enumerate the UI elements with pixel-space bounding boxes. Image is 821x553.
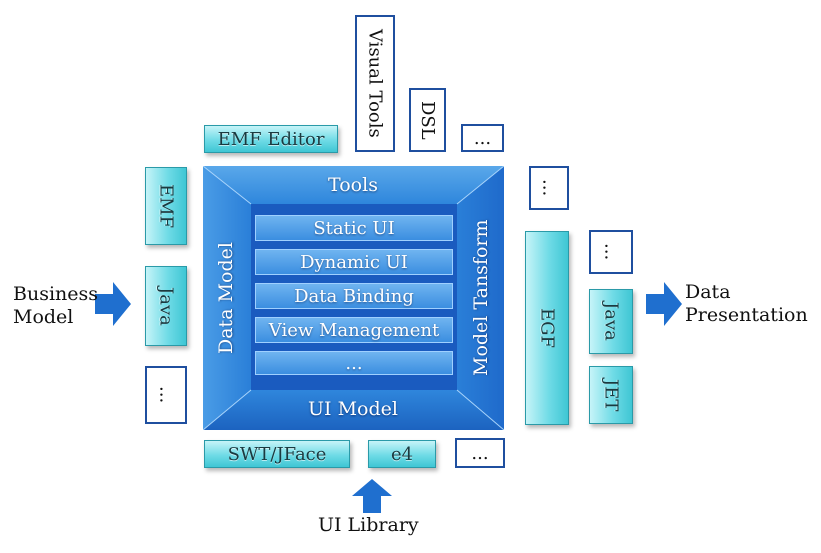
right-more-box: ... xyxy=(589,230,633,274)
egf-box: EGF xyxy=(525,231,569,425)
data-model-trapezoid xyxy=(203,166,251,430)
emf-label: EMF xyxy=(155,183,177,229)
bottom-more-box: ... xyxy=(455,438,505,468)
layer-more: ... xyxy=(255,351,453,375)
core-tools-label: Tools xyxy=(328,174,378,196)
layer-static-ui: Static UI xyxy=(255,215,453,241)
core-data-model-label: Data Model xyxy=(215,242,237,354)
business-model-label: Business Model xyxy=(13,283,99,328)
emf-editor-box: EMF Editor xyxy=(204,125,338,153)
ui-library-arrow-icon xyxy=(352,479,392,513)
dsl-box: DSL xyxy=(409,88,446,152)
emf-box: EMF xyxy=(145,167,187,245)
business-model-arrow-icon xyxy=(95,282,131,326)
right-java-label: Java xyxy=(600,302,622,341)
left-more-box: ... xyxy=(145,366,187,424)
right-more-top-label: ... xyxy=(538,179,560,197)
layer-dynamic-ui: Dynamic UI xyxy=(255,249,453,275)
jet-label: JET xyxy=(600,378,622,412)
layer-data-binding: Data Binding xyxy=(255,283,453,309)
left-java-box: Java xyxy=(145,266,187,346)
jet-box: JET xyxy=(589,366,633,424)
e4-box: e4 xyxy=(368,440,436,468)
tools-trapezoid xyxy=(203,166,504,204)
visual-tools-label: Visual Tools xyxy=(364,29,386,138)
ui-library-label: UI Library xyxy=(318,514,419,536)
right-more-label: ... xyxy=(600,243,622,261)
data-presentation-arrow-icon xyxy=(646,282,682,326)
layer-view-management: View Management xyxy=(255,317,453,343)
visual-tools-box: Visual Tools xyxy=(355,15,395,152)
egf-label: EGF xyxy=(536,307,558,348)
swt-jface-box: SWT/JFace xyxy=(204,440,350,468)
model-transform-trapezoid xyxy=(457,166,504,430)
core-model-transform-label: Model Tansform xyxy=(470,219,492,377)
dsl-label: DSL xyxy=(417,100,438,140)
data-presentation-label: Data Presentation xyxy=(685,281,808,326)
right-java-box: Java xyxy=(589,289,633,354)
right-more-top-box: ... xyxy=(529,166,569,210)
left-more-label: ... xyxy=(155,386,177,404)
left-java-label: Java xyxy=(155,286,177,326)
ui-model-trapezoid xyxy=(203,390,504,430)
top-more-box: ... xyxy=(461,124,504,152)
core-ui-model-label: UI Model xyxy=(308,398,398,420)
